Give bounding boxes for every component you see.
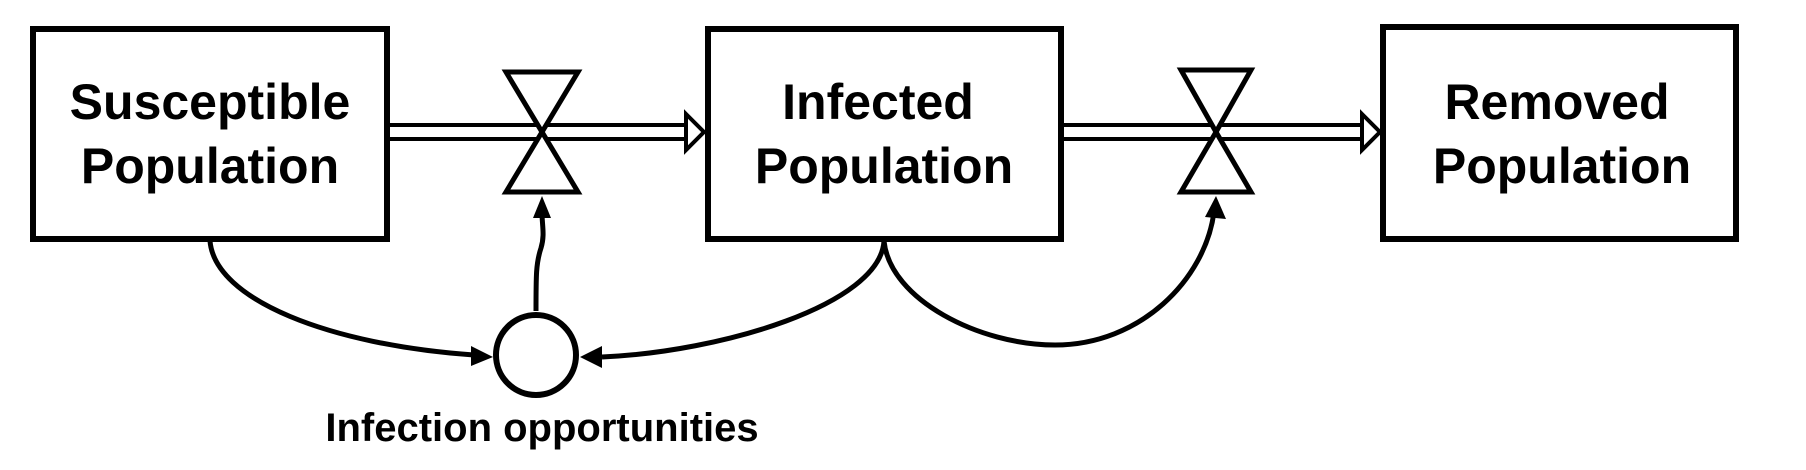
connector-arrow-head-icon [533,196,551,218]
stock-label-line1: Removed [1444,74,1669,130]
stock-label-line2: Population [755,138,1013,194]
valve-lower-triangle [1176,127,1256,195]
connector-arrow-head-icon [471,346,493,366]
connector-curve [533,212,546,312]
auxiliary-circle-icon [493,312,579,398]
connector-arrow-head-icon [1205,196,1226,219]
stock-label-line1: Infected [782,74,974,130]
connector-curve [601,240,887,360]
connector-curve [881,211,1217,348]
stock-label-line2: Population [81,138,339,194]
valve-upper-triangle [501,69,583,137]
auxiliary-infection-opportunities: Infection opportunities [325,312,759,450]
link-susceptible-to-infection-opportunities [207,240,493,366]
link-infected-to-infection-opportunities [580,240,887,368]
connector-arrow-head-icon [580,346,602,368]
flow-arrow-head-icon [1360,109,1383,155]
infection-flow-valve-icon [501,69,583,195]
stock-removed-population: Removed Population [1380,24,1739,242]
link-infection-opportunities-to-valve [533,196,551,312]
stock-box [1380,24,1739,242]
link-infected-to-removal-valve [881,196,1226,348]
stock-label-line1: Susceptible [70,74,351,130]
valve-upper-triangle [1176,67,1256,138]
stock-susceptible-population: Susceptible Population [30,26,390,242]
stock-label-line2: Population [1433,138,1691,194]
flow-arrow-head-icon [684,109,707,155]
auxiliary-label: Infection opportunities [325,406,758,450]
valve-lower-triangle [501,127,583,195]
stock-box [30,26,390,242]
removal-flow-valve-icon [1176,67,1256,195]
connector-curve [207,240,475,358]
stock-infected-population: Infected Population [705,26,1064,242]
stock-box [705,26,1064,242]
